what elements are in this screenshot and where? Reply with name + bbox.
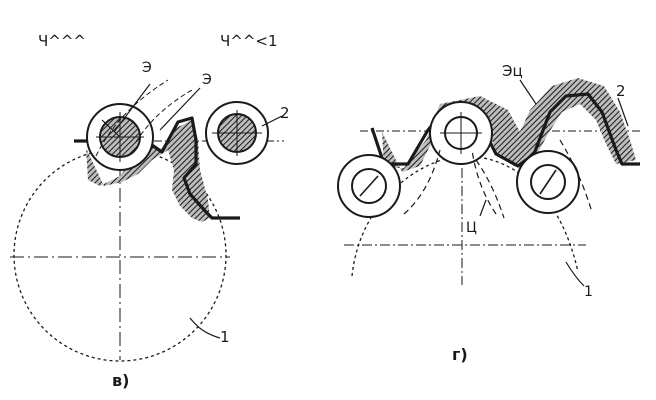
leader-e-2	[159, 87, 201, 131]
label-e-2: Э	[202, 72, 212, 88]
tooth-profile-left	[74, 116, 240, 220]
label-ec: Эц	[502, 62, 523, 80]
dash-curve-4	[475, 159, 505, 219]
figure-right: Эц 2 Ц 1 г)	[337, 62, 640, 364]
tooth-profile-right	[370, 92, 640, 168]
label-1-right: 1	[584, 284, 593, 300]
leader-2-right	[617, 97, 629, 127]
hatched-region-right	[382, 78, 636, 172]
dash-curve-2	[471, 149, 497, 215]
hatched-region-left	[86, 120, 210, 222]
label-2-left: 2	[280, 104, 290, 122]
roller-right-3	[516, 150, 580, 214]
dash-curve-1	[403, 149, 441, 215]
label-2-right: 2	[616, 82, 626, 100]
caption-left: в)	[112, 371, 129, 390]
label-c: Ц	[466, 220, 477, 236]
pointer-tick-left	[101, 119, 121, 138]
figure-left: Ч^^^ Ч^^<1 Э Э 2 1 в)	[10, 32, 290, 390]
roller-right-1	[337, 154, 401, 218]
leader-1-right	[565, 261, 585, 287]
label-1-left: 1	[220, 328, 230, 346]
leader-e-1	[113, 83, 151, 133]
leader-2-left	[261, 115, 283, 127]
label-top-left-a: Ч^^^	[38, 32, 86, 50]
label-e-1: Э	[142, 60, 152, 76]
roller-right-2	[429, 101, 493, 165]
leader-1-left	[189, 317, 221, 339]
label-top-left-b: Ч^^<1	[220, 32, 278, 50]
leader-ec	[519, 79, 537, 105]
roller-left-2	[205, 101, 269, 165]
caption-right: г)	[452, 345, 468, 364]
arc-e-left	[95, 79, 169, 157]
leader-c	[479, 199, 487, 217]
dash-curve-3	[559, 139, 593, 213]
